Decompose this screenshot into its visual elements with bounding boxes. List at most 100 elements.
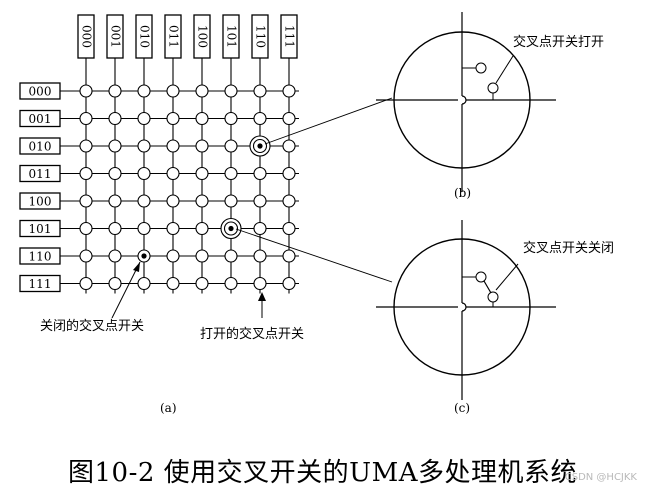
crosspoint-111-011 bbox=[166, 276, 180, 291]
crosspoint-100-111 bbox=[282, 194, 296, 208]
column-label: 001 bbox=[109, 25, 123, 48]
row-box-000: 000 bbox=[19, 82, 61, 100]
switch-contact-icon bbox=[475, 62, 487, 74]
row-label: 001 bbox=[29, 112, 52, 126]
panel-a-label: (a) bbox=[160, 401, 177, 415]
column-box-111: 111 bbox=[280, 14, 298, 59]
row-box-001: 001 bbox=[19, 109, 61, 128]
crosspoint-111-101 bbox=[224, 276, 238, 291]
crosspoint-010-100 bbox=[195, 139, 209, 153]
crosspoint-000-010 bbox=[137, 84, 151, 98]
crosspoint-001-100 bbox=[195, 111, 209, 126]
crosspoint-011-000 bbox=[79, 166, 93, 181]
crosspoint-100-000 bbox=[79, 194, 93, 208]
row-box-011: 011 bbox=[19, 164, 61, 183]
crosspoint-101-110 bbox=[253, 221, 267, 236]
crosspoint-100-110 bbox=[253, 194, 267, 208]
crosspoint-000-000 bbox=[79, 84, 93, 98]
column-label: 110 bbox=[254, 25, 268, 48]
row-label: 010 bbox=[29, 140, 52, 154]
crosspoint-000-011 bbox=[166, 84, 180, 98]
closed-switch-label: 关闭的交叉点开关 bbox=[40, 318, 144, 334]
leader-line-c bbox=[235, 228, 393, 283]
figure-caption: 图10-2 使用交叉开关的UMA多处理机系统 bbox=[68, 458, 577, 488]
crosspoint-100-001 bbox=[108, 194, 122, 208]
crosspoint-101-011 bbox=[166, 221, 180, 236]
watermark: CSDN @HCJKK bbox=[564, 472, 637, 483]
crosspoint-010-111 bbox=[282, 139, 296, 153]
open-switch-label: 打开的交叉点开关 bbox=[200, 326, 304, 342]
crosspoint-110-111 bbox=[282, 249, 296, 263]
column-label: 000 bbox=[80, 25, 94, 48]
detail-open-switch: 交叉点开关打开 (b) bbox=[376, 12, 604, 200]
crosspoint-101-111 bbox=[282, 221, 296, 236]
crosspoint-101-000 bbox=[79, 221, 93, 236]
crosspoint-001-010 bbox=[137, 111, 151, 126]
column-box-101: 101 bbox=[222, 14, 240, 59]
crosspoint-010-010 bbox=[137, 139, 151, 153]
crosspoint-111-100 bbox=[195, 276, 209, 291]
row-box-100: 100 bbox=[19, 192, 61, 210]
detail-c-title: 交叉点开关关闭 bbox=[523, 240, 614, 256]
row-box-110: 110 bbox=[19, 247, 61, 265]
crosspoint-001-011 bbox=[166, 111, 180, 126]
crosspoint-011-011 bbox=[166, 166, 180, 181]
crosspoint-010-001 bbox=[108, 139, 122, 153]
leader-line-b bbox=[264, 97, 393, 145]
panel-b-label: (b) bbox=[454, 186, 471, 200]
panel-c-label: (c) bbox=[454, 401, 470, 415]
crosspoint-011-001 bbox=[108, 166, 122, 181]
crosspoint-110-100 bbox=[195, 249, 209, 263]
crosspoint-000-110 bbox=[253, 84, 267, 98]
row-box-101: 101 bbox=[19, 219, 61, 238]
crosspoint-100-010 bbox=[137, 194, 151, 208]
crosspoint-010-000 bbox=[79, 139, 93, 153]
crosspoint-010-110 bbox=[249, 135, 271, 157]
crosspoint-111-111 bbox=[282, 276, 296, 291]
row-box-010: 010 bbox=[19, 137, 61, 155]
crosspoint-110-011 bbox=[166, 249, 180, 263]
crosspoint-111-000 bbox=[79, 276, 93, 291]
crosspoint-110-001 bbox=[108, 249, 122, 263]
column-box-100: 100 bbox=[193, 14, 211, 59]
row-box-111: 111 bbox=[19, 274, 61, 293]
crosspoint-101-100 bbox=[195, 221, 209, 236]
crosspoint-011-101 bbox=[224, 166, 238, 181]
closed-switch-pointer bbox=[111, 261, 141, 319]
crosspoint-000-100 bbox=[195, 84, 209, 98]
crosspoint-110-000 bbox=[79, 249, 93, 263]
row-cpu-labels: 000 001 010 011 100 101 110 111 bbox=[19, 82, 61, 293]
crosspoint-101-001 bbox=[108, 221, 122, 236]
column-label: 011 bbox=[167, 25, 181, 48]
crosspoint-100-101 bbox=[224, 194, 238, 208]
column-label: 100 bbox=[196, 25, 210, 48]
crosspoint-switches bbox=[79, 84, 296, 291]
crosspoint-110-101 bbox=[224, 249, 238, 263]
crosspoint-011-100 bbox=[195, 166, 209, 181]
column-box-010: 010 bbox=[135, 14, 153, 59]
crosspoint-101-101 bbox=[220, 217, 242, 240]
crosspoint-010-101 bbox=[224, 139, 238, 153]
crosspoint-100-011 bbox=[166, 194, 180, 208]
crosspoint-001-110 bbox=[253, 111, 267, 126]
switch-contact-icon bbox=[475, 271, 487, 283]
crosspoint-100-100 bbox=[195, 194, 209, 208]
crosspoint-111-110 bbox=[253, 276, 267, 291]
column-box-001: 001 bbox=[106, 14, 124, 59]
crosspoint-011-111 bbox=[282, 166, 296, 181]
detail-closed-switch: 交叉点开关关闭 (c) bbox=[376, 220, 614, 415]
crosspoint-001-101 bbox=[224, 111, 238, 126]
switch-contact-icon bbox=[487, 291, 499, 303]
column-box-000: 000 bbox=[77, 14, 95, 59]
row-label: 101 bbox=[29, 222, 52, 236]
row-label: 100 bbox=[29, 195, 52, 209]
column-label: 111 bbox=[283, 25, 297, 48]
row-label: 011 bbox=[29, 167, 52, 181]
column-box-110: 110 bbox=[251, 14, 269, 59]
crosspoint-110-010 bbox=[137, 249, 151, 263]
crosspoint-001-000 bbox=[79, 111, 93, 126]
crosspoint-011-110 bbox=[253, 166, 267, 181]
detail-b-title: 交叉点开关打开 bbox=[513, 34, 604, 50]
crosspoint-000-001 bbox=[108, 84, 122, 98]
